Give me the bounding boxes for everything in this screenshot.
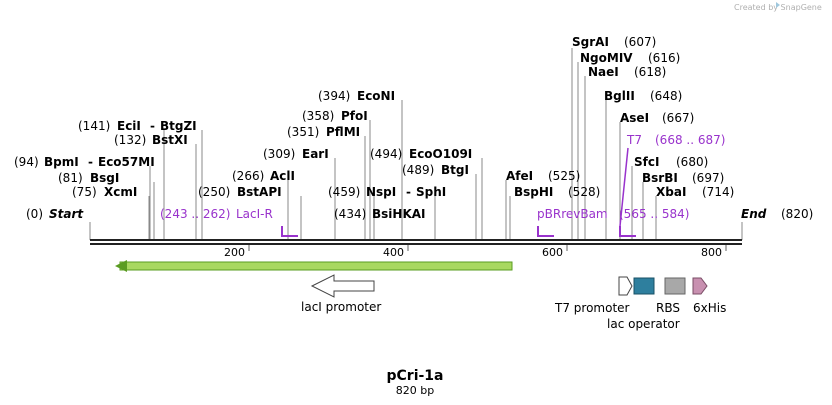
primer-name: T7 [626, 133, 642, 147]
site-name: BglII [604, 89, 635, 103]
site-pos: (141) [78, 119, 110, 133]
site-pos: (607) [624, 35, 656, 49]
site-pos: (714) [702, 185, 734, 199]
end-label: End [741, 207, 767, 221]
site-separator: - [88, 155, 93, 169]
site-pos: (132) [114, 133, 146, 147]
restriction-site-labels: (94) BpmI - Eco57MI (81) BsgI (75) XcmI … [14, 35, 813, 221]
lac-operator-label: lac operator [607, 317, 680, 331]
site-pos: (618) [634, 65, 666, 79]
primer-name: pBRrevBam [537, 207, 608, 221]
backbone [90, 239, 742, 245]
site-name: EcoO109I [409, 147, 472, 161]
his-tag-label: 6xHis [693, 301, 726, 315]
start-pos: (0) [26, 207, 43, 221]
site-pos: (434) [334, 207, 366, 221]
plasmid-name: pCri-1a [387, 368, 444, 384]
site-pos: (667) [662, 111, 694, 125]
primer-range: (243 .. 262) [160, 207, 230, 221]
site-name: BsiHKAI [372, 207, 426, 221]
snapgene-logo-icon [776, 2, 780, 8]
primer-lacir-arrow [281, 226, 298, 237]
site-separator: - [150, 119, 155, 133]
site-pos: (528) [568, 185, 600, 199]
site-name: XcmI [104, 185, 137, 199]
site-pos: (351) [287, 125, 319, 139]
site-pos: (81) [58, 171, 83, 185]
site-pos: (459) [328, 185, 360, 199]
site-name: NspI [366, 185, 396, 199]
site-pos: (309) [263, 147, 295, 161]
rbs-label: RBS [656, 301, 680, 315]
site-name: NgoMIV [580, 51, 633, 65]
lac-operator-box [633, 277, 655, 295]
site-pos: (94) [14, 155, 39, 169]
site-name: PflMI [326, 125, 360, 139]
site-name: EciI [117, 119, 141, 133]
t7-promoter-label: T7 promoter [554, 301, 630, 315]
ruler: 200 400 600 800 [224, 245, 727, 259]
laci-promoter-arrow [310, 274, 375, 298]
ruler-tick: 200 [224, 246, 245, 259]
rbs-box [664, 277, 686, 295]
site-name: AclI [270, 169, 295, 183]
site-separator: - [406, 185, 411, 199]
end-pos: (820) [781, 207, 813, 221]
site-pos: (697) [692, 171, 724, 185]
site-pos: (680) [676, 155, 708, 169]
ruler-tick: 400 [383, 246, 404, 259]
primer-range: (565 .. 584) [619, 207, 689, 221]
site-pos: (358) [302, 109, 334, 123]
site-name: SfcI [634, 155, 659, 169]
site-name: BsgI [90, 171, 119, 185]
feature-labels: T7 promoter RBS 6xHis lac operator [554, 301, 726, 331]
start-label: Start [49, 207, 84, 221]
site-name-alt: Eco57MI [98, 155, 155, 169]
site-name: NaeI [588, 65, 619, 79]
site-name-alt: SphI [416, 185, 446, 199]
primer-pbrrevbam-arrow [537, 226, 554, 237]
laci-promoter-label: lacI promoter [301, 300, 381, 314]
site-pos: (494) [370, 147, 402, 161]
site-name: BpmI [44, 155, 79, 169]
plasmid-length: 820 bp [396, 384, 434, 397]
leader-lines [89, 48, 743, 240]
site-name: XbaI [656, 185, 686, 199]
site-name: PfoI [341, 109, 368, 123]
site-name: BsrBI [642, 171, 678, 185]
site-pos: (75) [72, 185, 97, 199]
site-name: EarI [302, 147, 329, 161]
site-pos: (489) [402, 163, 434, 177]
snapgene-credit: Created by SnapGene [734, 3, 822, 12]
primer-t7-arrow [619, 226, 636, 237]
site-pos: (525) [548, 169, 580, 183]
site-pos: (266) [232, 169, 264, 183]
primer-name: LacI-R [236, 207, 273, 221]
site-name-alt: BtgZI [160, 119, 197, 133]
site-name: BstAPI [237, 185, 282, 199]
t7-promoter-arrow [618, 276, 633, 296]
laci-orf-arrow [115, 260, 513, 272]
primer-t7-leader [619, 147, 629, 227]
site-pos: (394) [318, 89, 350, 103]
primer-labels: (243 .. 262) LacI-R pBRrevBam (565 .. 58… [160, 133, 725, 221]
ruler-tick: 600 [542, 246, 563, 259]
site-name: BspHI [514, 185, 553, 199]
site-name: BstXI [152, 133, 188, 147]
site-name: BtgI [441, 163, 469, 177]
site-name: SgrAI [572, 35, 609, 49]
site-pos: (616) [648, 51, 680, 65]
his-tag-arrow [692, 277, 708, 295]
site-name: AfeI [506, 169, 533, 183]
site-name: AseI [620, 111, 649, 125]
ruler-tick: 800 [701, 246, 722, 259]
site-name: EcoNI [357, 89, 395, 103]
site-pos: (250) [198, 185, 230, 199]
primer-marks [281, 147, 636, 237]
site-pos: (648) [650, 89, 682, 103]
primer-range: (668 .. 687) [655, 133, 725, 147]
